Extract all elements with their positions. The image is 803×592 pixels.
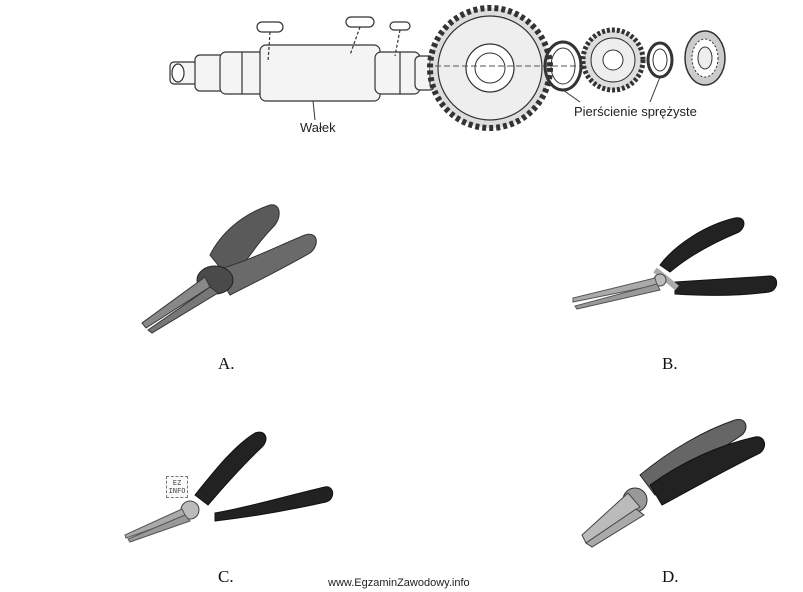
flat-nose-pliers-icon	[141, 204, 317, 334]
shaft-icon	[169, 44, 461, 102]
shaft-leader-line	[312, 100, 316, 121]
option-a-label: A.	[218, 354, 235, 373]
option-b-label: B.	[662, 354, 678, 373]
option-c-label: C.	[218, 567, 234, 586]
needle-nose-pliers-icon	[572, 217, 778, 310]
ring-leader-line	[649, 76, 661, 103]
bearing-icon	[684, 30, 726, 86]
small-gear-icon	[580, 27, 646, 93]
snap-ring-icon	[646, 41, 674, 79]
large-gear-icon	[427, 5, 553, 131]
round-nose-pliers-icon	[124, 431, 334, 543]
option-d-label: D.	[662, 567, 679, 586]
watermark-url: www.EgzaminZawodowy.info	[328, 577, 470, 589]
shaft-assembly-diagram	[169, 5, 726, 131]
watermark-stamp: EZ INFO	[166, 476, 188, 498]
shaft-label: Wałek	[300, 120, 336, 135]
ring-leader-line	[562, 89, 581, 103]
key-icon	[256, 16, 411, 63]
combination-pliers-icon	[581, 418, 766, 548]
rings-label: Pierścienie sprężyste	[574, 104, 697, 119]
